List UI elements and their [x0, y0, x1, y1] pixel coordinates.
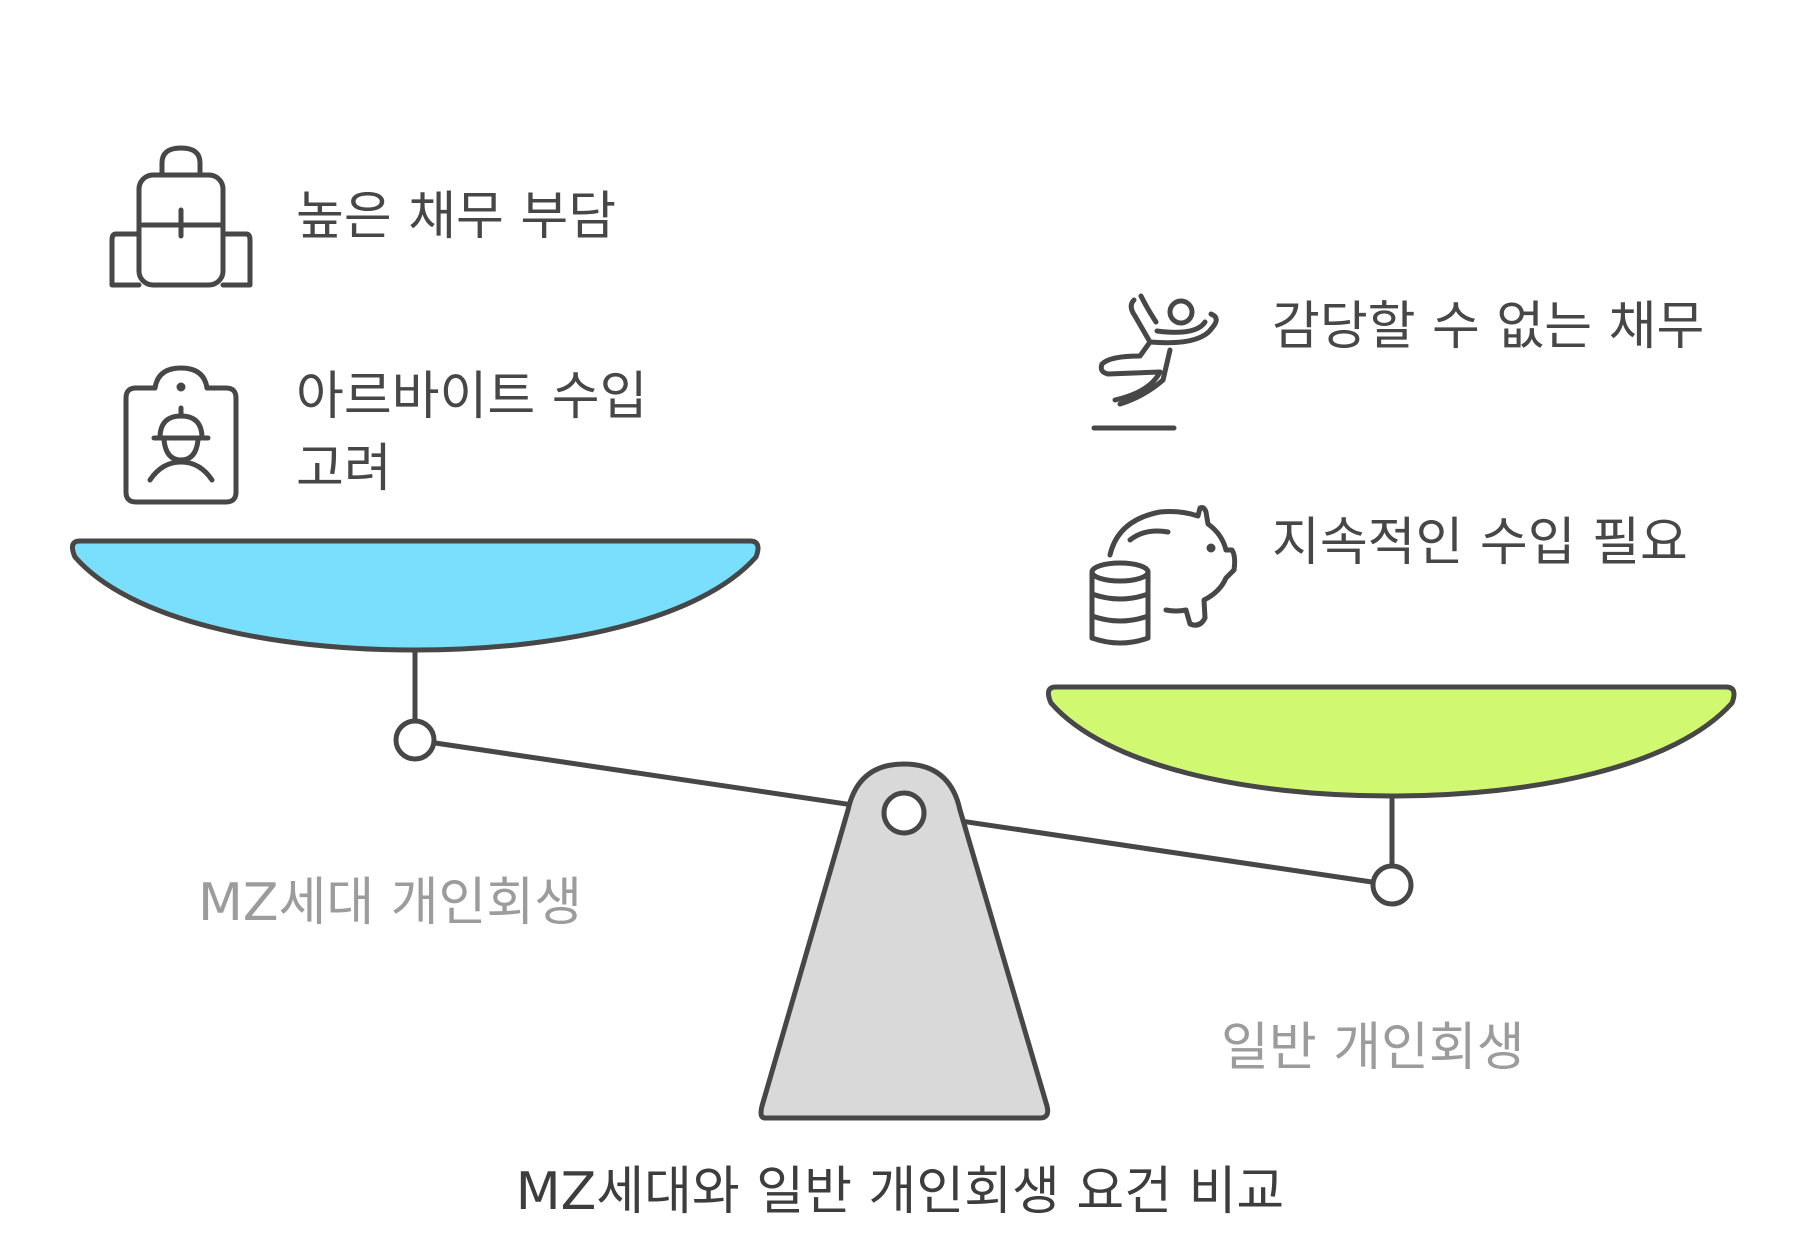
- backpack-icon: [109, 145, 253, 288]
- right-item-1-text: 감당할 수 없는 채무: [1272, 297, 1705, 357]
- worker-badge-icon: [123, 365, 239, 505]
- right-pan: [1045, 684, 1737, 799]
- left-item-1-text: 높은 채무 부담: [296, 187, 617, 247]
- right-pan-hanger: [1370, 794, 1414, 907]
- left-item-2-text: 아르바이트 수입 고려: [296, 367, 648, 499]
- diagram-title: MZ세대와 일반 개인회생 요건 비교: [515, 1162, 1285, 1222]
- right-item-2-text: 지속적인 수입 필요: [1272, 513, 1688, 573]
- scale-fulcrum: [758, 761, 1051, 1121]
- right-side-label: 일반 개인회생: [1221, 1018, 1525, 1078]
- left-side-label: MZ세대 개인회생: [198, 873, 583, 933]
- left-pan-hanger: [393, 648, 437, 762]
- piggy-bank-coins-icon: [1089, 505, 1238, 646]
- falling-person-icon: [1091, 293, 1219, 431]
- fulcrum-pivot: [881, 790, 927, 836]
- left-pan: [69, 538, 761, 653]
